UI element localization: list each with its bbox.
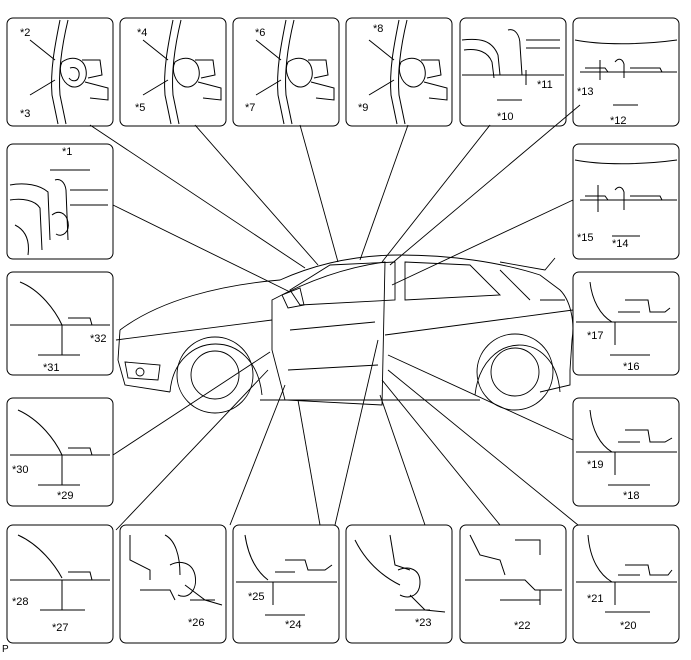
detail-inset-23 [345, 524, 453, 644]
detail-inset-14-15 [572, 143, 680, 260]
label-1: *1 [62, 146, 72, 158]
detail-inset-8-9 [345, 17, 453, 127]
label-15: *15 [577, 232, 594, 244]
label-21: *21 [587, 593, 604, 605]
label-29: *29 [57, 490, 74, 502]
label-2: *2 [20, 27, 30, 39]
label-3: *3 [20, 108, 30, 120]
label-6: *6 [255, 27, 265, 39]
label-22: *22 [514, 620, 531, 632]
detail-inset-4-5 [119, 17, 227, 127]
detail-inset-12-13 [572, 17, 680, 127]
detail-inset-1 [6, 143, 114, 260]
detail-inset-2-3 [6, 17, 114, 127]
label-10: *10 [497, 111, 514, 123]
detail-inset-20-21 [572, 524, 680, 644]
detail-inset-22 [459, 524, 567, 644]
callout-labels: *2 *3 *4 *5 *6 *7 *8 *9 *10 *11 *12 *13 … [12, 23, 640, 634]
label-17: *17 [587, 330, 604, 342]
label-13: *13 [577, 86, 594, 98]
label-24: *24 [285, 619, 302, 631]
label-9: *9 [358, 102, 368, 114]
detail-inset-18-19 [572, 397, 680, 507]
label-7: *7 [245, 102, 255, 114]
detail-inset-27-28 [6, 524, 114, 644]
label-31: *31 [43, 362, 60, 374]
detail-inset-29-30 [6, 397, 114, 507]
label-14: *14 [612, 238, 629, 250]
detail-inset-31-32 [6, 271, 114, 376]
label-18: *18 [623, 490, 640, 502]
open-door [271, 261, 386, 406]
label-32: *32 [90, 333, 107, 345]
label-4: *4 [137, 27, 147, 39]
detail-inset-26 [119, 524, 227, 644]
label-5: *5 [135, 102, 145, 114]
label-19: *19 [587, 459, 604, 471]
label-16: *16 [623, 361, 640, 373]
label-8: *8 [373, 23, 383, 35]
label-20: *20 [620, 620, 637, 632]
detail-inset-6-7 [232, 17, 340, 127]
label-23: *23 [415, 617, 432, 629]
label-25: *25 [248, 591, 265, 603]
figure-code: P [2, 644, 9, 655]
label-27: *27 [52, 622, 69, 634]
label-26: *26 [188, 617, 205, 629]
vehicle-illustration [117, 254, 574, 414]
label-28: *28 [12, 596, 29, 608]
label-12: *12 [610, 115, 627, 127]
label-11: *11 [537, 79, 553, 91]
leader-lines [89, 104, 581, 531]
detail-inset-16-17 [572, 271, 680, 376]
label-30: *30 [12, 464, 29, 476]
detail-inset-10-11 [459, 17, 567, 127]
detail-inset-24-25 [232, 524, 340, 644]
